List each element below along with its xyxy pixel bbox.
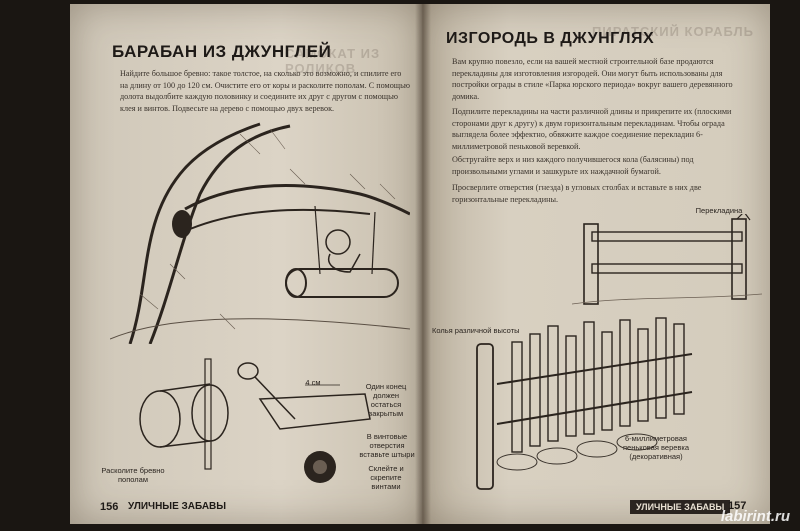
label-width: 4 см (305, 378, 321, 387)
label-stakes: Колья различной высоты (432, 326, 520, 335)
right-page: ПИРАТСКИЙ КОРАБЛЬ ИЗГОРОДЬ В ДЖУНГЛЯХ Ва… (422, 4, 770, 524)
paragraph-right-3: Обстругайте верх и низ каждого получивше… (452, 155, 694, 176)
label-split: Расколите бревно пополам (101, 466, 165, 484)
tree-swing-illustration (110, 122, 410, 344)
fence-bottom-illustration (476, 317, 693, 490)
log-detail-drawings (139, 358, 371, 483)
label-rope: 6-миллиметровая пеньковая веревка (декор… (622, 434, 690, 461)
page-number-right: 157 (728, 500, 747, 512)
page-title-right: ИЗГОРОДЬ В ДЖУНГЛЯХ (446, 30, 655, 47)
ghost-heading-left: САМОКАТ ИЗ РОЛИКОВ (285, 46, 381, 76)
footer-section-left: УЛИЧНЫЕ ЗАБАВЫ (128, 501, 227, 512)
page-title-left: БАРАБАН ИЗ ДЖУНГЛЕЙ (112, 42, 332, 61)
book-spine (415, 4, 431, 524)
paragraph-right-1: Вам крупно повезло, если на вашей местно… (452, 57, 733, 101)
ghost-heading-right: ПИРАТСКИЙ КОРАБЛЬ (592, 24, 754, 39)
paragraph-right-2: Подпилите перекладины на части различной… (452, 107, 732, 151)
left-page: САМОКАТ ИЗ РОЛИКОВ БАРАБАН ИЗ ДЖУНГЛЕЙ Н… (70, 4, 422, 524)
paragraph-left-intro: Найдите большое бревно: такое толстое, н… (120, 69, 410, 113)
label-crossbar: Перекладина (695, 206, 743, 215)
label-glue: Склейте и скрепите винтами (368, 464, 404, 491)
label-holes: В винтовые отверстия вставьте штыри (359, 432, 415, 459)
footer-section-right: УЛИЧНЫЕ ЗАБАВЫ (630, 500, 731, 514)
paragraph-right-4: Просверлите отверстия (гнезда) в угловых… (452, 183, 702, 204)
open-book: САМОКАТ ИЗ РОЛИКОВ БАРАБАН ИЗ ДЖУНГЛЕЙ Н… (70, 4, 770, 524)
fence-top-illustration (572, 214, 762, 305)
label-closed-end: Один конец должен остаться закрытым (365, 382, 407, 418)
watermark: labirint.ru (720, 508, 790, 525)
page-number-left: 156 (100, 501, 119, 513)
